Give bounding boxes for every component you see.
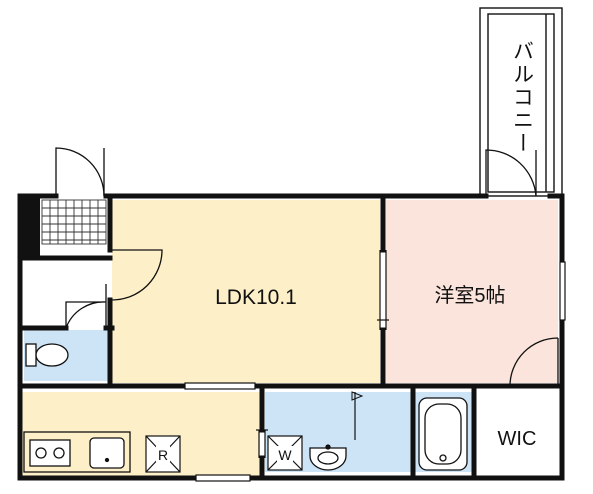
ldk-room (112, 200, 380, 383)
refrigerator-label: R (158, 447, 168, 463)
bath-area (357, 392, 415, 472)
washer-label: W (278, 447, 292, 463)
ldk-label: LDK10.1 (215, 286, 297, 309)
bathtub-icon (418, 397, 468, 471)
wic-label: WIC (498, 428, 537, 450)
balcony-label: バルコニー (511, 40, 534, 155)
sliding-doors (256, 250, 389, 458)
windows (184, 261, 566, 482)
western-room (386, 200, 558, 383)
bath-door-marker (351, 391, 364, 401)
entry-tile-grid (41, 199, 107, 245)
balcony (479, 7, 563, 197)
walls (17, 193, 565, 481)
swing-doors (55, 147, 559, 387)
kitchen-counter (23, 431, 131, 473)
washer-label-bg (277, 446, 293, 462)
wash-basin-icon (309, 444, 347, 471)
shoe-cabinet (22, 196, 40, 256)
sink-icon (89, 437, 125, 469)
refrigerator-label-bg (156, 446, 170, 462)
western-room-label: 洋室5帖 (434, 284, 505, 307)
toilet-icon (25, 343, 69, 367)
